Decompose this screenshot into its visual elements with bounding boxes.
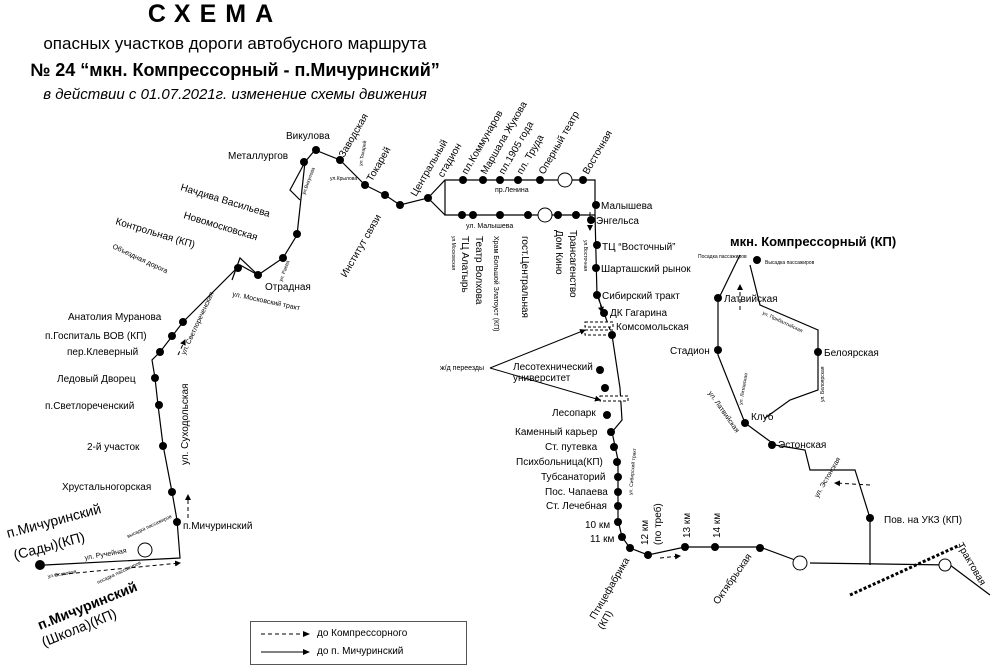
stop-vikulova: Викулова (286, 131, 330, 142)
stop-putevka: Ст. путевка (545, 442, 598, 453)
street-belojarskaya: ул. Белоярская (820, 366, 826, 402)
railway-pointers (489, 329, 601, 402)
stop-novomoskovskaya: Новомосковская (182, 210, 259, 243)
special-markers (137, 172, 961, 597)
stop-km12-1: 12 км (640, 520, 651, 545)
stop-tokarey: Токарей (365, 145, 393, 183)
effective-note: в действии с 01.07.2021г. изменение схем… (43, 86, 427, 103)
street-sukholskaya: ул. Суходольская (180, 384, 191, 465)
stop-khrustalnogorskaya: Хрустальногорская (62, 482, 151, 493)
label-zhd: ж/д переезды (440, 365, 484, 372)
stop-otradnaya: Отрадная (265, 282, 311, 293)
street-osokovaya: ул.Осоковая (47, 569, 77, 580)
stop-centralnaya: гост.Центральная (519, 236, 530, 318)
stop-vostochnaya: Восточная (581, 129, 615, 177)
stop-km11: 11 км (590, 534, 615, 545)
solid-arrow-icon (261, 648, 310, 655)
stop-kontrolnaya: Контрольная (КП) (114, 216, 196, 251)
stop-karer: Каменный карьер (515, 427, 598, 438)
street-estonskaya: ул. Эстонская (814, 456, 843, 499)
stop-uchastok2: 2-й участок (87, 442, 140, 453)
stop-ukz: Пов. на УКЗ (КП) (884, 515, 962, 526)
stop-stadion: Стадион (670, 346, 710, 357)
label-posadka: посадка пассажиров (96, 560, 142, 586)
stop-tc-vostochny: ТЦ “Восточный” (602, 242, 676, 253)
stop-institut: Институт связи (339, 213, 384, 280)
diagram-title: СХЕМА (147, 0, 283, 28)
terminal-kompressorny: мкн. Компрессорный (КП) (730, 234, 896, 249)
street-moskovsky: ул. Московский тракт (232, 290, 302, 312)
street-obieezdnaya: Объездная дорога (111, 243, 169, 276)
stop-gospital: п.Госпиталь ВОВ (КП) (45, 331, 147, 342)
dashed-arrow-icon (261, 630, 310, 637)
stop-belojarskaya: Белоярская (824, 348, 879, 359)
stop-latviyskaya: Латвийская (724, 294, 778, 305)
route-name: № 24 “мкн. Компрессорный - п.Мичуринский… (30, 60, 440, 80)
stop-komsomolskaya: Комсомольская (616, 322, 689, 333)
street-pribaltiyskaya: ул. Прибалтийская (761, 309, 804, 334)
stop-michurinsky: п.Мичуринский (183, 521, 252, 532)
stop-klub: Клуб (751, 411, 774, 423)
diagram-subtitle: опасных участков дороги автобусного марш… (43, 34, 427, 53)
stop-kleverny: пер.Клеверный (67, 347, 138, 358)
stop-oktyabrskaya: Октябрьская (711, 551, 755, 606)
stop-lesopark: Лесопарк (552, 408, 596, 419)
legend-dashed: до Компрессорного (261, 628, 407, 639)
stop-lechebnaya: Ст. Лечебная (546, 500, 607, 512)
legend: до Компрессорного до п. Мичуринский (250, 621, 467, 665)
stop-malysheva: Малышева (601, 201, 653, 212)
street-malysheva: ул. Малышева (466, 223, 513, 230)
stop-svetlorechensky: п.Светлореченский (45, 401, 134, 412)
street-vostochnaya: ул.Восточная (582, 240, 588, 271)
stop-km10: 10 км (585, 520, 610, 531)
legend-solid-label: до п. Мичуринский (317, 646, 404, 657)
stop-ledovy: Ледовый Дворец (57, 374, 136, 385)
label-vysadka-k: Высадка пассажиров (765, 260, 815, 266)
stop-psikh: Психбольница(КП) (516, 456, 603, 468)
street-raevo: ул. Раевa (278, 260, 291, 283)
label-posadka-k: Посадка пассажиров (698, 254, 747, 260)
stop-km13: 13 км (682, 513, 693, 538)
stop-khram: Храм Большой Златоуст (КП) (492, 236, 500, 331)
stop-transagentstvo: Трансагенство (567, 230, 578, 298)
stop-lesotech-2: университет (513, 373, 571, 384)
stop-km14: 14 км (712, 513, 723, 538)
street-litovskaya: ул. Литовская (738, 372, 750, 405)
stop-km12-2: (по треб) (652, 503, 664, 545)
stop-shartash: Шарташский рынок (601, 264, 691, 275)
street-krylova: ул.Крылова (330, 176, 357, 182)
terminal-sady-1: п.Мичуринский (5, 500, 103, 541)
stop-estonskaya: Эстонская (778, 440, 826, 451)
street-sibirsky: ул. Сибирский тракт (627, 447, 638, 495)
street-tokarey: ул.Токарей (357, 140, 368, 167)
stop-sibirsky: Сибирский тракт (602, 290, 680, 302)
stop-volkova: Театр Волхова (473, 236, 484, 305)
stop-dots (35, 146, 874, 570)
stop-metallurgov: Металлургов (228, 151, 288, 162)
street-latviyskaya: ул. Латвийская (706, 390, 741, 435)
stop-muranova: Анатолия Муранова (68, 312, 162, 323)
legend-solid: до п. Мичуринский (261, 646, 403, 657)
label-vysadka: высадка пассажиров (126, 514, 173, 540)
street-moskovskaya: ул.Московская (450, 236, 456, 270)
stop-chapaeva: Пос. Чапаева (545, 487, 608, 498)
stop-tubsan: Тубсанаторий (541, 471, 605, 483)
stop-altyr: ТЦ Алатырь (459, 236, 470, 293)
stop-engelsa: Энгельса (596, 216, 639, 227)
stop-domkino: Дом Кино (553, 230, 564, 275)
legend-dashed-label: до Компрессорного (317, 628, 408, 639)
street-ruchejnaya: ул. Ручейная (84, 547, 127, 562)
stop-lesotech-1: Лесотехнический (513, 362, 593, 373)
street-lenina: пр.Ленина (495, 187, 529, 194)
stop-gagarina: ДК Гагарина (610, 308, 667, 319)
